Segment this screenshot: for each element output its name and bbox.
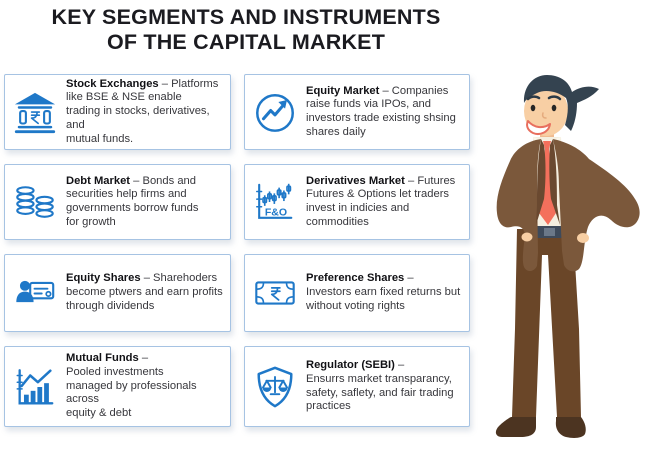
card-title: Regulator (SEBI) bbox=[306, 359, 395, 372]
card-regulator-sebi: Regulator (SEBI) – Ensurrs market transp… bbox=[244, 346, 470, 427]
card-body: – Bonds and securities help firms and go… bbox=[66, 174, 199, 228]
card-title: Derivatives Market bbox=[306, 174, 405, 187]
fo-icon-label: F&O bbox=[265, 206, 287, 218]
card-text: Preference Shares – Investors earn fixed… bbox=[306, 272, 460, 313]
card-title: Debt Market bbox=[66, 174, 131, 187]
card-body: – Companies raise funds via IPOs, and in… bbox=[306, 84, 456, 138]
card-stock-exchanges: Stock Exchanges – Platforms like BSE & N… bbox=[4, 74, 231, 150]
shareholder-certificate-icon bbox=[16, 280, 55, 303]
card-body: – Ensurrs market transparancy, safety, s… bbox=[306, 359, 454, 413]
card-text: Equity Market – Companies raise funds vi… bbox=[306, 85, 456, 140]
page-title-line2: OF THE CAPITAL MARKET bbox=[106, 30, 386, 55]
card-debt-market: Debt Market – Bonds and securities help … bbox=[4, 164, 231, 240]
card-text: Debt Market – Bonds and securities help … bbox=[66, 175, 198, 230]
card-text: Stock Exchanges – Platforms like BSE & N… bbox=[66, 78, 224, 147]
card-text: Equity Shares – Sharehoders become ptwer… bbox=[66, 272, 223, 313]
page-title-line1: KEY SEGMENTS AND INSTRUMENTS bbox=[51, 5, 441, 29]
card-equity-market: Equity Market – Companies raise funds vi… bbox=[244, 74, 470, 150]
card-title: Mutual Funds bbox=[66, 352, 139, 365]
candlestick-chart-icon: F&O bbox=[256, 183, 293, 219]
card-text: Derivatives Market – Futures Futures & O… bbox=[306, 175, 455, 230]
card-title: Equity Market bbox=[306, 84, 380, 97]
businessman-illustration bbox=[495, 75, 640, 438]
card-body: – Sharehoders become ptwers and earn pro… bbox=[66, 272, 223, 312]
card-text: Regulator (SEBI) – Ensurrs market transp… bbox=[306, 359, 454, 414]
card-derivatives-market: F&O Derivatives Market – Futures Futures… bbox=[244, 164, 470, 240]
card-equity-shares: Equity Shares – Sharehoders become ptwer… bbox=[4, 254, 231, 332]
card-text: Mutual Funds – Pooled investments manage… bbox=[66, 352, 224, 421]
card-title: Equity Shares bbox=[66, 272, 141, 285]
card-body: – Platforms like BSE & NSE enable tradin… bbox=[66, 77, 219, 145]
bank-rupee-icon bbox=[14, 92, 56, 134]
bar-chart-trend-icon bbox=[16, 368, 54, 404]
card-body: – Pooled investments managed by professi… bbox=[66, 352, 197, 420]
cards-grid: Stock Exchanges – Platforms like BSE & N… bbox=[4, 74, 470, 427]
growth-arrow-circle-icon bbox=[256, 93, 294, 132]
coin-stacks-icon bbox=[16, 186, 54, 218]
card-title: Preference Shares bbox=[306, 272, 405, 285]
card-mutual-funds: Mutual Funds – Pooled investments manage… bbox=[4, 346, 231, 427]
page-title: KEY SEGMENTS AND INSTRUMENTS OF THE CAPI… bbox=[0, 5, 492, 55]
card-body: – Investors earn fixed returns but witho… bbox=[306, 272, 461, 312]
shield-scales-icon bbox=[257, 366, 293, 407]
card-preference-shares: Preference Shares – Investors earn fixed… bbox=[244, 254, 470, 332]
rupee-banknote-icon bbox=[255, 281, 295, 305]
card-title: Stock Exchanges bbox=[66, 77, 159, 90]
card-body: – Futures Futures & Options let traders … bbox=[306, 174, 456, 228]
